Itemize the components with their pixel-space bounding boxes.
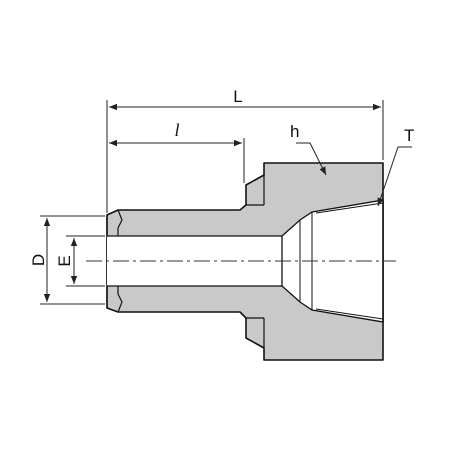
T-label: T bbox=[404, 126, 414, 145]
dimension-D-label: D bbox=[29, 254, 48, 266]
extension-lines bbox=[40, 100, 384, 305]
hex-step-lines bbox=[246, 175, 265, 348]
h-label: h bbox=[290, 122, 299, 141]
T-leader-line bbox=[377, 146, 412, 207]
dimension-L-label: L bbox=[233, 87, 242, 106]
dimension-l-label: l bbox=[174, 120, 179, 140]
h-leader-line bbox=[296, 142, 327, 176]
dimension-E-label: E bbox=[55, 255, 74, 266]
